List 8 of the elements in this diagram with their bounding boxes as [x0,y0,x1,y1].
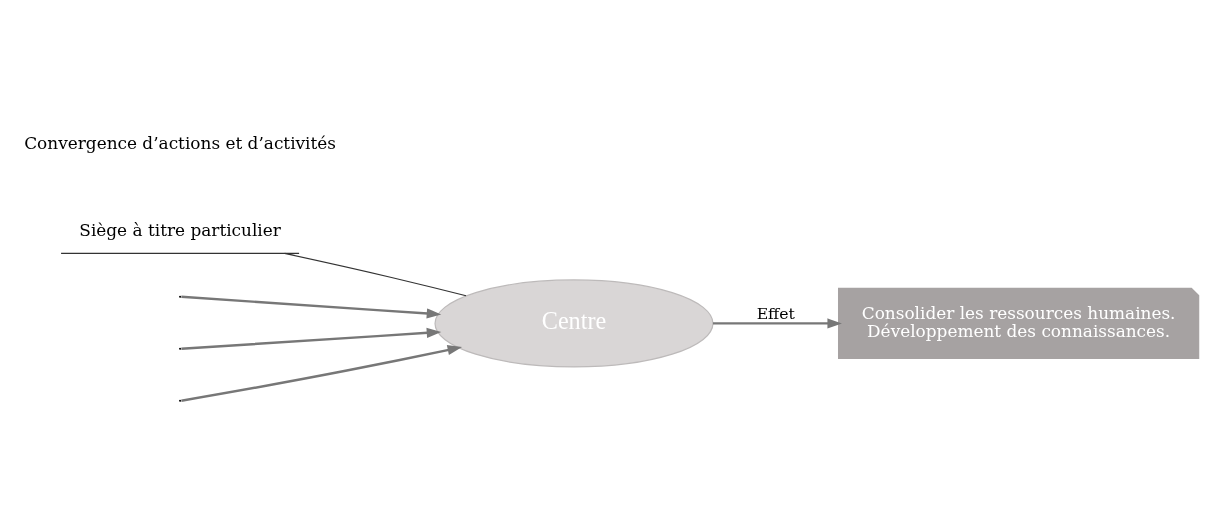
arrow [713,318,842,329]
connector [284,252,467,297]
node-text: Siège à titre particulier [79,220,281,241]
arrow [181,345,463,402]
arrow [181,295,442,319]
arrow [181,327,442,350]
label: Convergence d’actions et d’activités [24,133,336,154]
edge-label: Effet [756,304,795,324]
